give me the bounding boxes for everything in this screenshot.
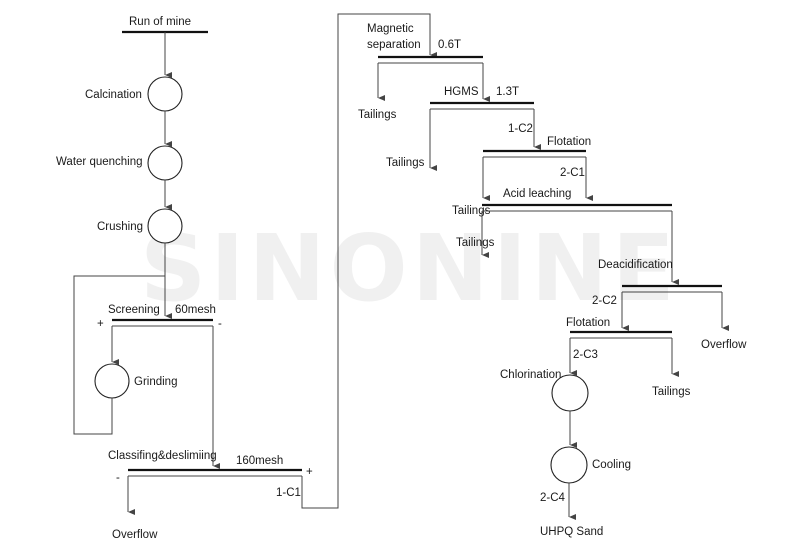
stream-2-c3-label: 2-C3 [573,349,598,361]
cooling-label: Cooling [592,459,631,471]
tailings-5-label: Tailings [652,386,691,398]
stream-2-c1-label: 2-C1 [560,167,585,179]
crushing-circle [147,208,183,244]
uhpq-sand-label: UHPQ Sand [540,526,603,538]
tailings-3-label: Tailings [452,205,491,217]
stream-2-c2-label: 2-C2 [592,295,617,307]
calcination-circle [147,76,183,112]
grinding-circle [94,363,130,399]
cooling-circle [550,446,588,484]
water-quenching-circle [147,145,183,181]
acid-leaching-label: Acid leaching [503,188,571,200]
flotation-2-label: Flotation [566,317,610,329]
stream-1-c2-label: 1-C2 [508,123,533,135]
magnetic-label-line1: Magnetic [367,23,414,35]
screening-label: Screening [108,304,160,316]
tailings-2-label: Tailings [386,157,425,169]
link-to-magnetic-separation [301,13,437,509]
chlorination-label: Chlorination [500,369,561,381]
grinding-recycle-loop [73,275,165,435]
deacidification-label: Deacidification [598,259,673,271]
watermark-text: SINONINE [140,215,679,322]
classifying-size-label: 160mesh [236,455,283,467]
classifying-label: Classifing&deslimiing [108,450,217,462]
water-quenching-label: Water quenching [56,156,143,168]
grinding-label: Grinding [134,376,177,388]
screening-size-label: 60mesh [175,304,216,316]
classifying-plus-sign: + [306,466,313,478]
flotation-1-label: Flotation [547,136,591,148]
magnetic-field-1-3t: 1.3T [496,86,519,98]
tailings-4-label: Tailings [456,237,495,249]
run-of-mine-label: Run of mine [129,16,191,28]
stream-1-c1-label: 1-C1 [276,487,301,499]
stream-2-c4-label: 2-C4 [540,492,566,504]
magnetic-field-0-6t: 0.6T [438,39,461,51]
classifying-minus-sign: - [116,472,120,484]
screening-plus-sign: + [97,318,104,330]
magnetic-label-line2: separation [367,39,421,51]
tailings-1-label: Tailings [358,109,397,121]
calcination-label: Calcination [85,89,142,101]
screening-minus-sign: - [218,318,222,330]
overflow-2-label: Overflow [701,339,747,351]
overflow-1-label: Overflow [112,529,158,541]
hgms-label: HGMS [444,86,479,98]
crushing-label: Crushing [97,221,143,233]
